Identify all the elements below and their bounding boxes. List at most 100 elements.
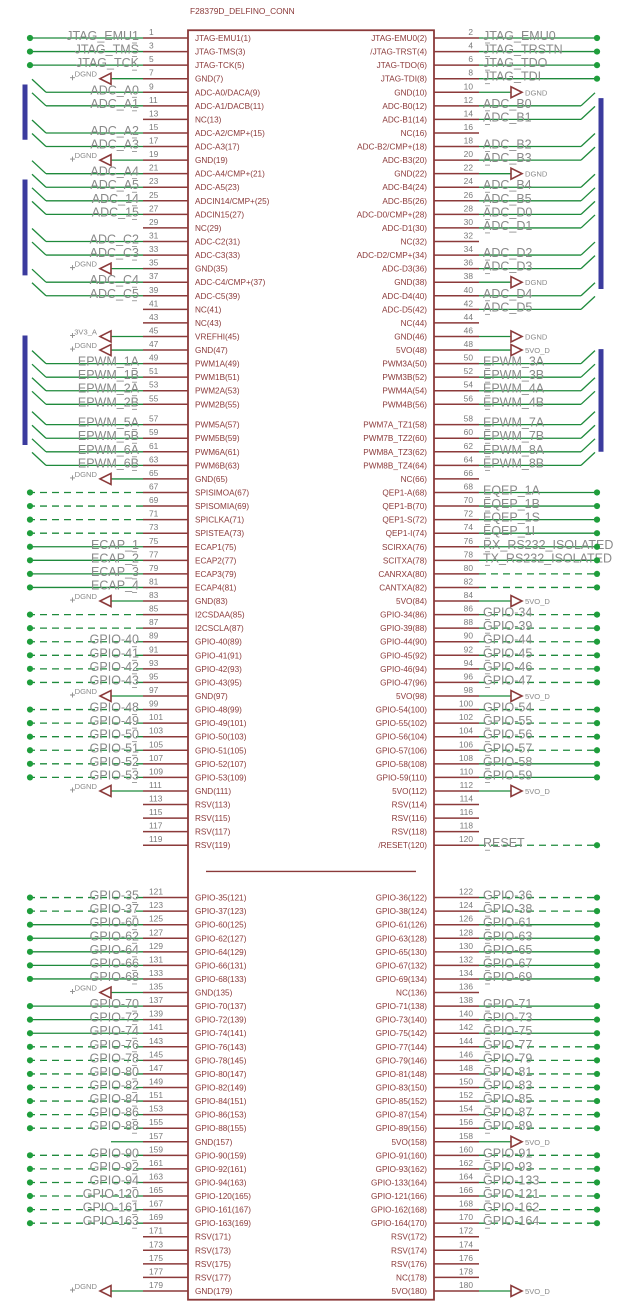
net-label[interactable]: JTAG_EMU1 <box>66 29 139 43</box>
net-label[interactable]: ADC_B1 <box>483 110 532 124</box>
net-junction[interactable] <box>593 1192 601 1200</box>
net-junction[interactable] <box>26 921 34 928</box>
bus-entry[interactable] <box>580 146 596 161</box>
net-label[interactable]: EQEP_1I <box>483 524 535 538</box>
power-port-3v3-a[interactable]: 3V3_A <box>70 327 112 344</box>
net-junction[interactable] <box>26 1097 34 1105</box>
net-junction[interactable] <box>593 62 601 69</box>
net-label[interactable]: GPIO-164 <box>483 1214 539 1228</box>
component-body[interactable] <box>187 29 435 1301</box>
net-junction[interactable] <box>593 1057 601 1064</box>
net-junction[interactable] <box>26 1220 34 1227</box>
net-junction[interactable] <box>593 543 601 550</box>
net-label[interactable]: ADC_14 <box>92 192 139 206</box>
bus-entry[interactable] <box>580 363 596 378</box>
net-junction[interactable] <box>593 962 601 969</box>
net-label[interactable]: GPIO-62 <box>90 929 139 943</box>
net-junction[interactable] <box>593 652 601 659</box>
bus-entry[interactable] <box>580 173 596 188</box>
net-junction[interactable] <box>593 842 601 849</box>
power-port-dgnd[interactable]: DGND <box>510 275 548 289</box>
net-junction[interactable] <box>26 1152 34 1159</box>
net-label[interactable]: GPIO-161 <box>83 1201 139 1215</box>
net-label[interactable]: GPIO-84 <box>90 1092 139 1106</box>
net-junction[interactable] <box>593 1165 601 1172</box>
net-label[interactable]: GPIO-85 <box>483 1092 532 1106</box>
net-label[interactable]: GPIO-55 <box>483 714 532 728</box>
net-junction[interactable] <box>593 747 601 754</box>
net-junction[interactable] <box>26 1043 34 1050</box>
net-junction[interactable] <box>26 530 34 537</box>
net-label[interactable]: GPIO-63 <box>483 929 532 943</box>
bus-entry[interactable] <box>31 200 47 215</box>
net-label[interactable]: JTAG_TCK <box>76 56 140 70</box>
net-junction[interactable] <box>593 1002 601 1010</box>
net-junction[interactable] <box>593 1220 601 1227</box>
net-label[interactable]: GPIO-163 <box>83 1214 139 1228</box>
power-port-dgnd[interactable]: DGND <box>70 592 112 608</box>
net-junction[interactable] <box>26 665 34 672</box>
net-label[interactable]: GPIO-82 <box>90 1078 139 1092</box>
net-junction[interactable] <box>593 516 601 523</box>
bus-entry[interactable] <box>580 424 596 439</box>
net-junction[interactable] <box>26 894 34 901</box>
net-label[interactable]: ADC_A1 <box>90 97 139 111</box>
net-junction[interactable] <box>26 962 34 969</box>
net-label[interactable]: GPIO-61 <box>483 916 532 930</box>
net-junction[interactable] <box>593 1206 601 1213</box>
net-label[interactable]: JTAG_TDO <box>483 56 548 70</box>
net-label[interactable]: GPIO-54 <box>483 701 532 715</box>
net-junction[interactable] <box>26 1192 34 1200</box>
net-label[interactable]: GPIO-56 <box>483 728 532 742</box>
bus-entry[interactable] <box>580 92 596 107</box>
net-junction[interactable] <box>593 1070 601 1078</box>
net-junction[interactable] <box>593 48 601 55</box>
bus-entry[interactable] <box>31 282 47 297</box>
power-port-5vo-d[interactable]: 5VO_D <box>510 1284 550 1298</box>
bus-entry[interactable] <box>31 228 47 242</box>
net-label[interactable]: GPIO-34 <box>483 606 532 620</box>
net-junction[interactable] <box>593 611 601 618</box>
power-port-dgnd[interactable]: DGND <box>510 329 548 344</box>
net-junction[interactable] <box>593 679 601 686</box>
bus-entry[interactable] <box>580 411 596 426</box>
net-label[interactable]: GPIO-78 <box>90 1051 139 1065</box>
